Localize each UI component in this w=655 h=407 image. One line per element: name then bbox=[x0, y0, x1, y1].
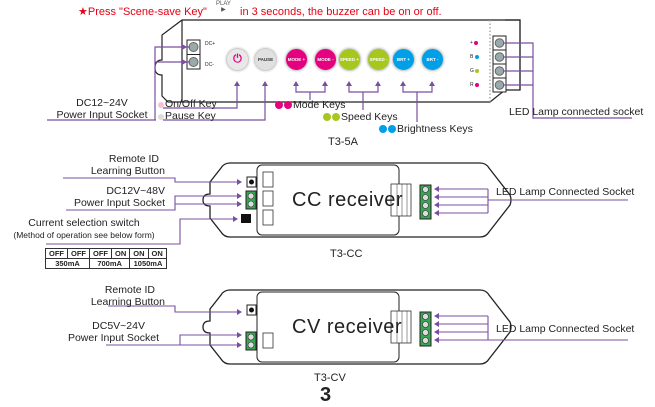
play-key-icon: PLAY▶ bbox=[216, 1, 231, 13]
switch-state-cell: ON bbox=[129, 248, 149, 259]
key-mode-minus[interactable]: MODE - bbox=[314, 48, 337, 71]
t3-cc-power-label: DC12V~48V Power Input Socket bbox=[74, 185, 165, 209]
cv-receiver-title: CV receiver bbox=[292, 316, 402, 338]
t3-cv-model: T3-CV bbox=[314, 372, 346, 384]
t3-cc-arrowheads bbox=[233, 179, 439, 222]
channel-dot-icon bbox=[474, 55, 479, 59]
t3-cv-internals bbox=[245, 304, 432, 351]
t3-5a-led-terminal bbox=[492, 35, 507, 93]
key-brt-minus[interactable]: BRT - bbox=[421, 48, 444, 71]
scene-save-note: ★Press "Scene-save Key" PLAY▶ in 3 secon… bbox=[78, 1, 442, 18]
t3-cc-model: T3-CC bbox=[330, 248, 363, 260]
channel-label: G bbox=[470, 68, 476, 74]
t3-cc-switch-label: Current selection switch (Method of oper… bbox=[0, 217, 168, 241]
onoff-key-text: On/Off Key bbox=[165, 98, 217, 110]
t3-cc-led-label: LED Lamp Connected Socket bbox=[496, 186, 635, 198]
brightness-dot-icon bbox=[388, 125, 396, 133]
cc-receiver-title: CC receiver bbox=[292, 189, 404, 211]
channel-G: G bbox=[470, 64, 480, 78]
mode-dot-icon bbox=[284, 101, 292, 109]
t3-5a-power-label: DC12~24V Power Input Socket bbox=[47, 97, 157, 121]
t3-5a-leaders bbox=[47, 42, 632, 122]
current-value-cell: 350mA bbox=[45, 258, 90, 269]
pause-key-label: Pause Key bbox=[158, 110, 216, 122]
t3-cc-power-socket: Power Input Socket bbox=[73, 197, 165, 209]
star-icon: ★ bbox=[78, 6, 88, 18]
onoff-key-label: On/Off Key bbox=[158, 98, 217, 110]
channel-label: R bbox=[470, 82, 475, 88]
t3-cc-internals bbox=[241, 171, 432, 226]
play-key-label: PLAY bbox=[216, 1, 231, 7]
t3-cv-remote-line2: Learning Button bbox=[90, 296, 165, 308]
t3-cv-leaders bbox=[106, 305, 628, 346]
switch-state-cell: OFF bbox=[45, 248, 68, 259]
mode-keys-label: Mode Keys bbox=[275, 99, 346, 111]
t3-cc-leaders bbox=[46, 177, 628, 245]
channel-label: B bbox=[470, 54, 475, 60]
speed-dot-icon bbox=[332, 113, 340, 121]
t3-5a-power-socket: Power Input Socket bbox=[56, 109, 148, 121]
brightness-dot-icon bbox=[379, 125, 387, 133]
t3-cc-remote-label: Remote ID Learning Button bbox=[91, 153, 165, 177]
page-number: 3 bbox=[320, 384, 332, 406]
channel-+: + bbox=[470, 36, 480, 50]
channel-B: B bbox=[470, 50, 480, 64]
switch-state-cell: ON bbox=[110, 248, 131, 259]
key-speed-minus[interactable]: SPEED - bbox=[367, 48, 390, 71]
mode-keys-text: Mode Keys bbox=[293, 99, 346, 111]
switch-state-cell: ON bbox=[147, 248, 167, 259]
t3-cv-led-label: LED Lamp Connected Socket bbox=[496, 323, 635, 335]
current-value-cell: 700mA bbox=[88, 258, 131, 269]
t3-cv-power-socket: Power Input Socket bbox=[67, 332, 159, 344]
key-speed-plus[interactable]: SPEED + bbox=[338, 48, 361, 71]
t3-5a-model: T3-5A bbox=[328, 136, 358, 148]
t3-5a-arrowheads bbox=[182, 44, 435, 86]
t3-cc-switch-line1: Current selection switch bbox=[28, 217, 140, 229]
brightness-keys-text: Brightness Keys bbox=[397, 123, 473, 135]
channel-dot-icon bbox=[474, 41, 479, 45]
channel-legend: + B G R bbox=[470, 36, 480, 92]
note-text-before: Press "Scene-save Key" bbox=[87, 6, 207, 18]
t3-cv-power-voltage: DC5V~24V bbox=[92, 320, 145, 332]
t3-5a-power-terminal bbox=[186, 39, 201, 70]
key-mode-plus[interactable]: MODE + bbox=[285, 48, 308, 71]
play-glyph: ▶ bbox=[221, 7, 226, 13]
t3-5a-power-voltage: DC12~24V bbox=[76, 97, 128, 109]
t3-cv-remote-label: Remote ID Learning Button bbox=[91, 284, 165, 308]
speed-dot-icon bbox=[323, 113, 331, 121]
switch-state-cell: OFF bbox=[89, 248, 112, 259]
brightness-keys-label: Brightness Keys bbox=[379, 123, 473, 135]
pause-key-text: Pause Key bbox=[165, 110, 216, 122]
note-text-after: in 3 seconds, the buzzer can be on or of… bbox=[240, 6, 442, 18]
dc-plus-label: DC+ bbox=[205, 41, 216, 47]
t3-cc-remote-line2: Learning Button bbox=[90, 165, 165, 177]
channel-dot-icon bbox=[475, 69, 480, 73]
key-power[interactable]: ⏻ bbox=[226, 48, 249, 71]
speed-keys-label: Speed Keys bbox=[323, 111, 398, 123]
t3-5a-led-label: LED Lamp connected socket bbox=[509, 106, 644, 118]
channel-R: R bbox=[470, 78, 480, 92]
switch-state-cell: OFF bbox=[67, 248, 90, 259]
channel-dot-icon bbox=[475, 83, 479, 87]
speed-keys-text: Speed Keys bbox=[341, 111, 398, 123]
pause-dot-icon bbox=[158, 114, 164, 120]
t3-cv-remote-line1: Remote ID bbox=[104, 284, 155, 296]
t3-cc-power-voltage: DC12V~48V bbox=[106, 185, 165, 197]
current-value-cell: 1050mA bbox=[129, 258, 167, 269]
t3-cv-power-label: DC5V~24V Power Input Socket bbox=[68, 320, 159, 344]
t3-cc-switch-line2: (Method of operation see below form) bbox=[13, 230, 155, 240]
key-pause[interactable]: PAUSE bbox=[254, 48, 277, 71]
dc-minus-label: DC- bbox=[205, 62, 214, 68]
t3-cc-remote-line1: Remote ID bbox=[108, 153, 159, 165]
power-dot-icon bbox=[158, 102, 164, 108]
channel-label: + bbox=[470, 40, 475, 46]
key-brt-plus[interactable]: BRT + bbox=[392, 48, 415, 71]
mode-dot-icon bbox=[275, 101, 283, 109]
t3-cv-arrowheads bbox=[237, 309, 439, 348]
